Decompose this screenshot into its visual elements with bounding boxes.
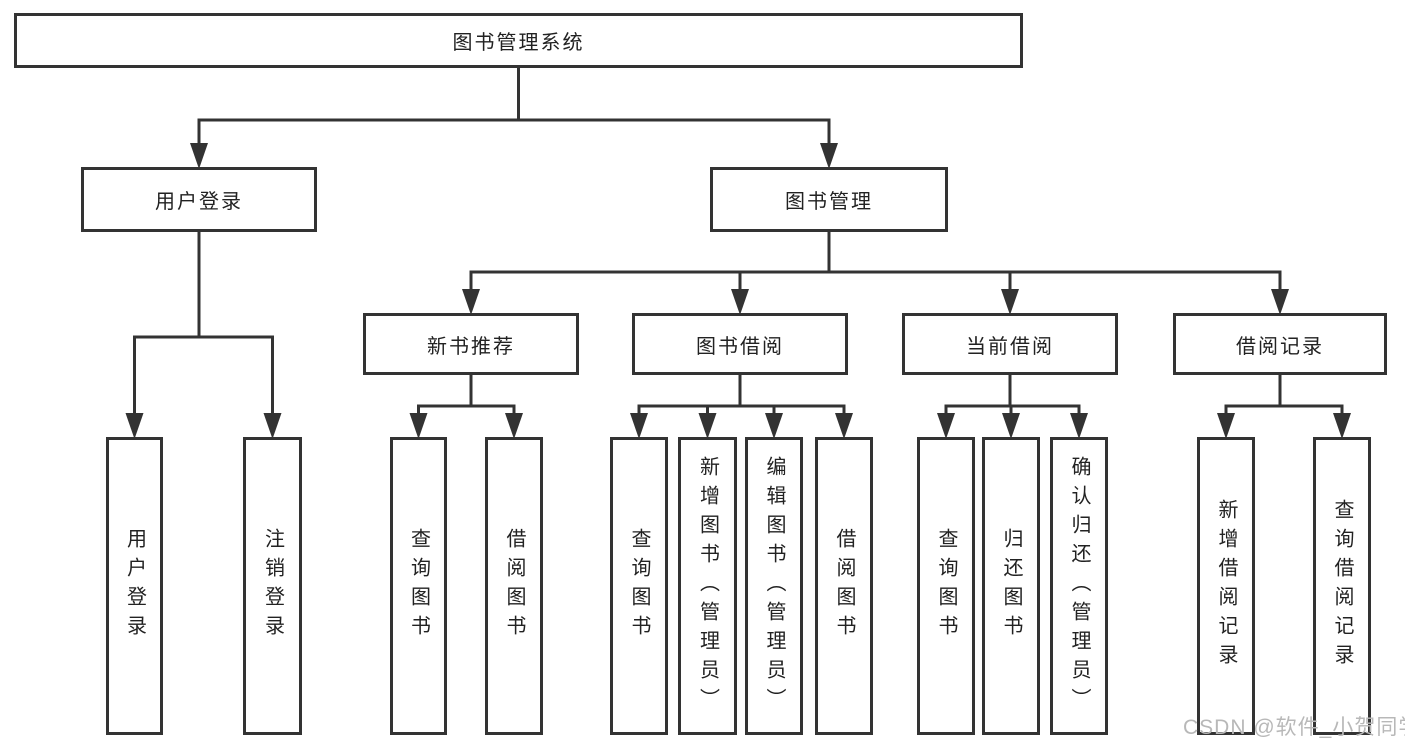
leaf-nbr-query-books: 查询图书 (390, 437, 447, 735)
node-current-borrowing: 当前借阅 (902, 313, 1118, 375)
leaf-bb-borrow-books: 借阅图书 (815, 437, 873, 735)
watermark: CSDN @软件_小贺同学 (1183, 716, 1405, 739)
node-label: 归还图书 (1000, 528, 1022, 644)
leaf-bb-add-books-admin: 新增图书（管理员） (678, 437, 737, 735)
leaf-cb-confirm-return-admin: 确认归还（管理员） (1050, 437, 1108, 735)
node-label: 查询借阅记录 (1331, 499, 1353, 673)
leaf-br-add-borrow-record: 新增借阅记录 (1197, 437, 1255, 735)
node-label: 当前借阅 (966, 335, 1054, 358)
leaf-bb-edit-books-admin: 编辑图书（管理员） (745, 437, 803, 735)
node-label: 查询图书 (935, 528, 957, 644)
node-user-login: 用户登录 (81, 167, 317, 232)
node-label: 借阅图书 (833, 528, 855, 644)
leaf-br-query-borrow-record: 查询借阅记录 (1313, 437, 1371, 735)
node-label: 注销登录 (261, 528, 284, 644)
node-label: 查询图书 (628, 528, 650, 644)
leaf-cb-return-books: 归还图书 (982, 437, 1040, 735)
leaf-bb-query-books: 查询图书 (610, 437, 668, 735)
node-label: 用户登录 (123, 528, 146, 644)
node-label: 图书借阅 (696, 335, 784, 358)
node-label: 编辑图书（管理员） (763, 455, 785, 717)
leaf-cb-query-books: 查询图书 (917, 437, 975, 735)
node-label: 图书管理系统 (452, 32, 585, 54)
node-label: 用户登录 (155, 191, 243, 213)
node-book-borrowing: 图书借阅 (632, 313, 848, 375)
leaf-user-login: 用户登录 (106, 437, 163, 735)
node-new-book-recommendation: 新书推荐 (363, 313, 579, 375)
node-label: 确认归还（管理员） (1068, 455, 1090, 717)
node-label: 新增图书（管理员） (696, 455, 719, 717)
node-label: 查询图书 (407, 528, 430, 644)
node-label: 新书推荐 (427, 335, 515, 358)
node-label: 借阅图书 (503, 528, 525, 644)
node-library-management-system: 图书管理系统 (14, 13, 1023, 68)
leaf-nbr-borrow-books: 借阅图书 (485, 437, 543, 735)
node-label: 借阅记录 (1236, 335, 1324, 358)
leaf-logout: 注销登录 (243, 437, 302, 735)
node-label: 图书管理 (785, 191, 873, 213)
node-borrowing-records: 借阅记录 (1173, 313, 1387, 375)
node-label: 新增借阅记录 (1215, 499, 1237, 673)
node-book-management: 图书管理 (710, 167, 948, 232)
